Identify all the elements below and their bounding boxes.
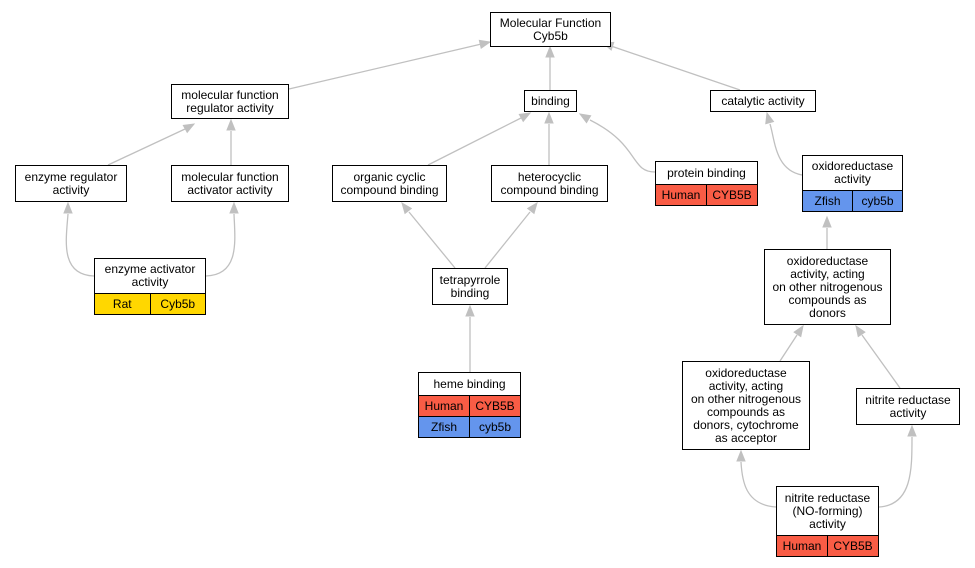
gene-tag[interactable]: cyb5b [852,190,903,212]
edge-catalytic-to-root [610,45,741,91]
go-term-root[interactable]: Molecular Function Cyb5b [490,12,611,47]
species-tag[interactable]: Human [776,535,828,557]
go-term-label: tetrapyrrole binding [439,272,501,300]
go-term-label: oxidoreductase activity, acting on other… [772,253,883,320]
go-term-label: catalytic activity [721,93,805,108]
edge-no-to-nitrite-arrowhead [907,424,917,437]
go-term-label: heterocyclic compound binding [500,169,599,197]
go-term-label: heme binding [433,376,506,391]
go-term-mf-activator[interactable]: molecular function activator activity [171,165,289,202]
edge-nitrite-to-nitrogenous-arrowhead [855,324,866,338]
edge-cyto-to-nitrogenous [779,334,798,362]
edge-protein-to-binding-arrowhead [578,113,592,124]
go-term-nitrite-reductase[interactable]: nitrite reductase activity [856,388,960,425]
go-term-label: oxidoreductase activity [811,159,894,186]
edge-enzact-to-enzreg-arrowhead [63,201,73,214]
go-term-oxido-cytochrome[interactable]: oxidoreductase activity, acting on other… [682,361,810,450]
go-term-label: molecular function activator activity [181,169,279,197]
edge-tetra-to-organic [408,211,456,269]
edge-protein-to-binding [589,119,656,173]
edge-no-to-cyto [740,461,777,508]
go-term-label: Molecular Function Cyb5b [499,15,602,43]
edge-tetra-to-hetero [484,211,531,269]
edge-organic-to-binding [427,117,522,166]
species-tag[interactable]: Rat [94,293,151,315]
species-tag[interactable]: Zfish [802,190,853,212]
go-term-label: enzyme regulator activity [24,169,118,197]
edge-enzreg-to-regulator-arrowhead [182,123,196,134]
edge-oxido-to-catalytic-arrowhead [765,111,775,125]
edge-cyto-to-nitrogenous-arrowhead [793,324,804,338]
go-term-binding[interactable]: binding [524,90,577,112]
species-tag[interactable]: Human [655,184,707,206]
go-term-tetrapyrrole[interactable]: tetrapyrrole binding [432,268,508,305]
edge-enzreg-to-regulator [107,128,186,166]
edge-tetra-to-organic-arrowhead [401,201,413,215]
go-term-enzyme-regulator[interactable]: enzyme regulator activity [15,165,127,202]
go-term-organic-cyclic[interactable]: organic cyclic compound binding [332,165,447,202]
go-term-mf-regulator[interactable]: molecular function regulator activity [171,84,289,119]
go-term-heterocyclic[interactable]: heterocyclic compound binding [491,165,608,202]
edge-activator-to-regulator-arrowhead [226,118,236,131]
go-term-label: binding [531,93,570,108]
gene-tag[interactable]: CYB5B [469,395,521,417]
edge-nitrogenous-to-oxido-arrowhead [822,215,832,228]
edge-no-to-nitrite [878,436,913,508]
edge-organic-to-binding-arrowhead [518,112,532,123]
edge-heme-to-tetra-arrowhead [465,304,475,317]
edge-regulator-to-root-arrowhead [478,39,492,50]
gene-tag[interactable]: CYB5B [706,184,758,206]
gene-tag[interactable]: Cyb5b [149,293,206,315]
edge-regulator-to-root [288,41,491,90]
species-tag[interactable]: Human [418,395,470,417]
gene-tag[interactable]: cyb5b [469,416,521,438]
edge-binding-to-root-arrowhead [545,45,555,58]
go-term-label: nitrite reductase (NO-forming) activity [784,490,871,531]
go-term-label: oxidoreductase activity, acting on other… [690,365,802,445]
edge-oxido-to-catalytic [769,123,803,176]
edge-tetra-to-hetero-arrowhead [526,201,538,215]
go-term-label: enzyme activator activity [104,262,196,289]
edge-enzact-to-activator-arrowhead [229,201,239,214]
edge-hetero-to-binding-arrowhead [544,111,554,124]
edge-no-to-cyto-arrowhead [736,449,746,462]
go-term-label: protein binding [667,165,746,180]
gene-tag[interactable]: CYB5B [827,535,879,557]
go-term-label: molecular function regulator activity [181,87,279,115]
go-term-label: nitrite reductase activity [865,392,951,420]
edge-enzact-to-enzreg [65,213,95,277]
go-term-oxido-nitrogenous[interactable]: oxidoreductase activity, acting on other… [764,249,891,325]
go-term-label: organic cyclic compound binding [340,169,439,197]
species-tag[interactable]: Zfish [418,416,470,438]
go-term-catalytic[interactable]: catalytic activity [710,90,816,112]
edge-nitrite-to-nitrogenous [861,334,901,389]
edge-enzact-to-activator [205,213,236,277]
